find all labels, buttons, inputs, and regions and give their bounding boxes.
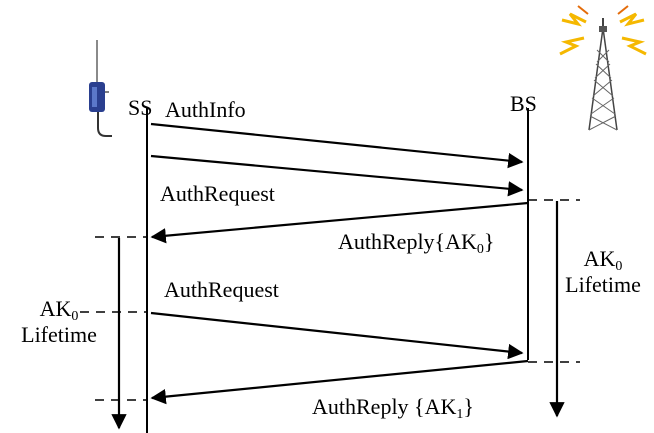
authrequest-1-label: AuthRequest bbox=[160, 181, 275, 206]
authreply-1-suffix: } bbox=[463, 394, 474, 419]
authreply-0-subscript: 0 bbox=[476, 242, 484, 257]
authrequest-2-arrow bbox=[150, 311, 524, 360]
bs-lifetime-subscript: 0 bbox=[615, 259, 623, 274]
authreply-0-label: AuthReply{AK0} bbox=[338, 229, 495, 257]
ss-label: SS bbox=[128, 95, 153, 120]
authreply-0-suffix: } bbox=[483, 229, 495, 254]
subscriber-station-icon bbox=[89, 40, 112, 137]
ss-lifetime-label: AK0 Lifetime bbox=[4, 296, 114, 348]
authinfo-arrow bbox=[150, 122, 524, 169]
authreply-0-prefix: AuthReply{AK bbox=[338, 229, 477, 254]
authreply-1-prefix: AuthReply {AK bbox=[312, 394, 457, 419]
base-station-tower-icon bbox=[559, 5, 647, 131]
authreply-0-arrow bbox=[150, 201, 529, 244]
authreply-1-subscript: 1 bbox=[456, 407, 464, 422]
dashed-markers bbox=[80, 199, 580, 401]
ss-lifetime-ak: AK bbox=[39, 296, 72, 321]
bs-lifetime-text: Lifetime bbox=[565, 272, 641, 297]
bs-label: BS bbox=[510, 91, 537, 116]
bs-lifetime-ak: AK bbox=[583, 246, 616, 271]
authinfo-label: AuthInfo bbox=[165, 97, 246, 122]
ss-lifetime-text: Lifetime bbox=[21, 322, 97, 347]
authreply-1-label: AuthReply {AK1} bbox=[312, 394, 474, 422]
authrequest-2-label: AuthRequest bbox=[164, 277, 279, 302]
authreply-1-arrow bbox=[150, 359, 529, 405]
authrequest-1-arrow bbox=[150, 154, 524, 197]
ss-lifetime-subscript: 0 bbox=[71, 309, 79, 324]
bs-lifetime-label: AK0 Lifetime bbox=[558, 246, 648, 298]
